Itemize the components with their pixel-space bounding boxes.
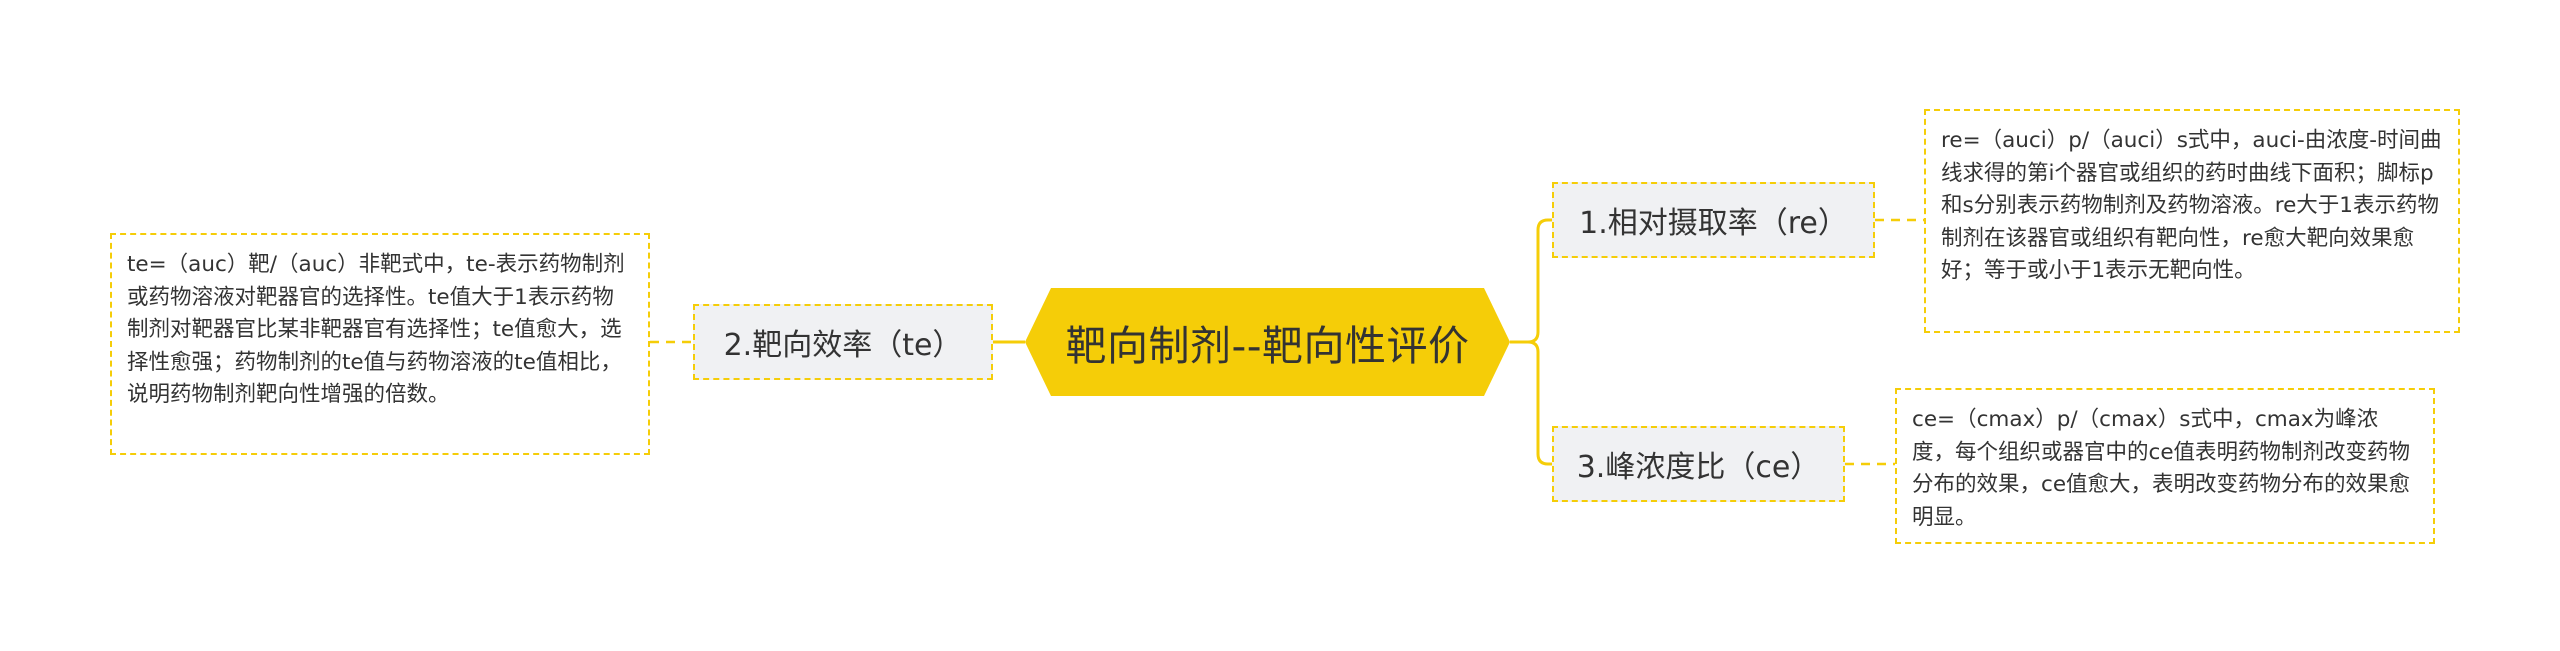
branch-relative-uptake-rate[interactable]: 1.相对摄取率（re） [1552, 182, 1875, 258]
note-text: ce=（cmax）p/（cmax）s式中，cmax为峰浓度，每个组织或器官中的c… [1912, 407, 2411, 530]
connector-central-to-branch-1 [1510, 218, 1552, 344]
central-topic[interactable]: 靶向制剂--靶向性评价 [1025, 288, 1510, 396]
note-peak-concentration-ratio: ce=（cmax）p/（cmax）s式中，cmax为峰浓度，每个组织或器官中的c… [1895, 388, 2435, 544]
branch-label: 3.峰浓度比（ce） [1576, 450, 1821, 485]
note-text: te=（auc）靶/（auc）非靶式中，te-表示药物制剂或药物溶液对靶器官的选… [127, 252, 625, 407]
connector-central-to-branch-3 [1510, 340, 1552, 466]
central-topic-label: 靶向制剂--靶向性评价 [1065, 322, 1470, 370]
branch-targeting-efficiency[interactable]: 2.靶向效率（te） [693, 304, 993, 380]
note-relative-uptake-rate: re=（auci）p/（auci）s式中，auci-由浓度-时间曲线求得的第i个… [1924, 109, 2460, 333]
note-targeting-efficiency: te=（auc）靶/（auc）非靶式中，te-表示药物制剂或药物溶液对靶器官的选… [110, 233, 650, 455]
branch-label: 1.相对摄取率（re） [1579, 206, 1848, 241]
note-text: re=（auci）p/（auci）s式中，auci-由浓度-时间曲线求得的第i个… [1941, 128, 2442, 283]
branch-peak-concentration-ratio[interactable]: 3.峰浓度比（ce） [1552, 426, 1845, 502]
branch-label: 2.靶向效率（te） [723, 328, 963, 363]
